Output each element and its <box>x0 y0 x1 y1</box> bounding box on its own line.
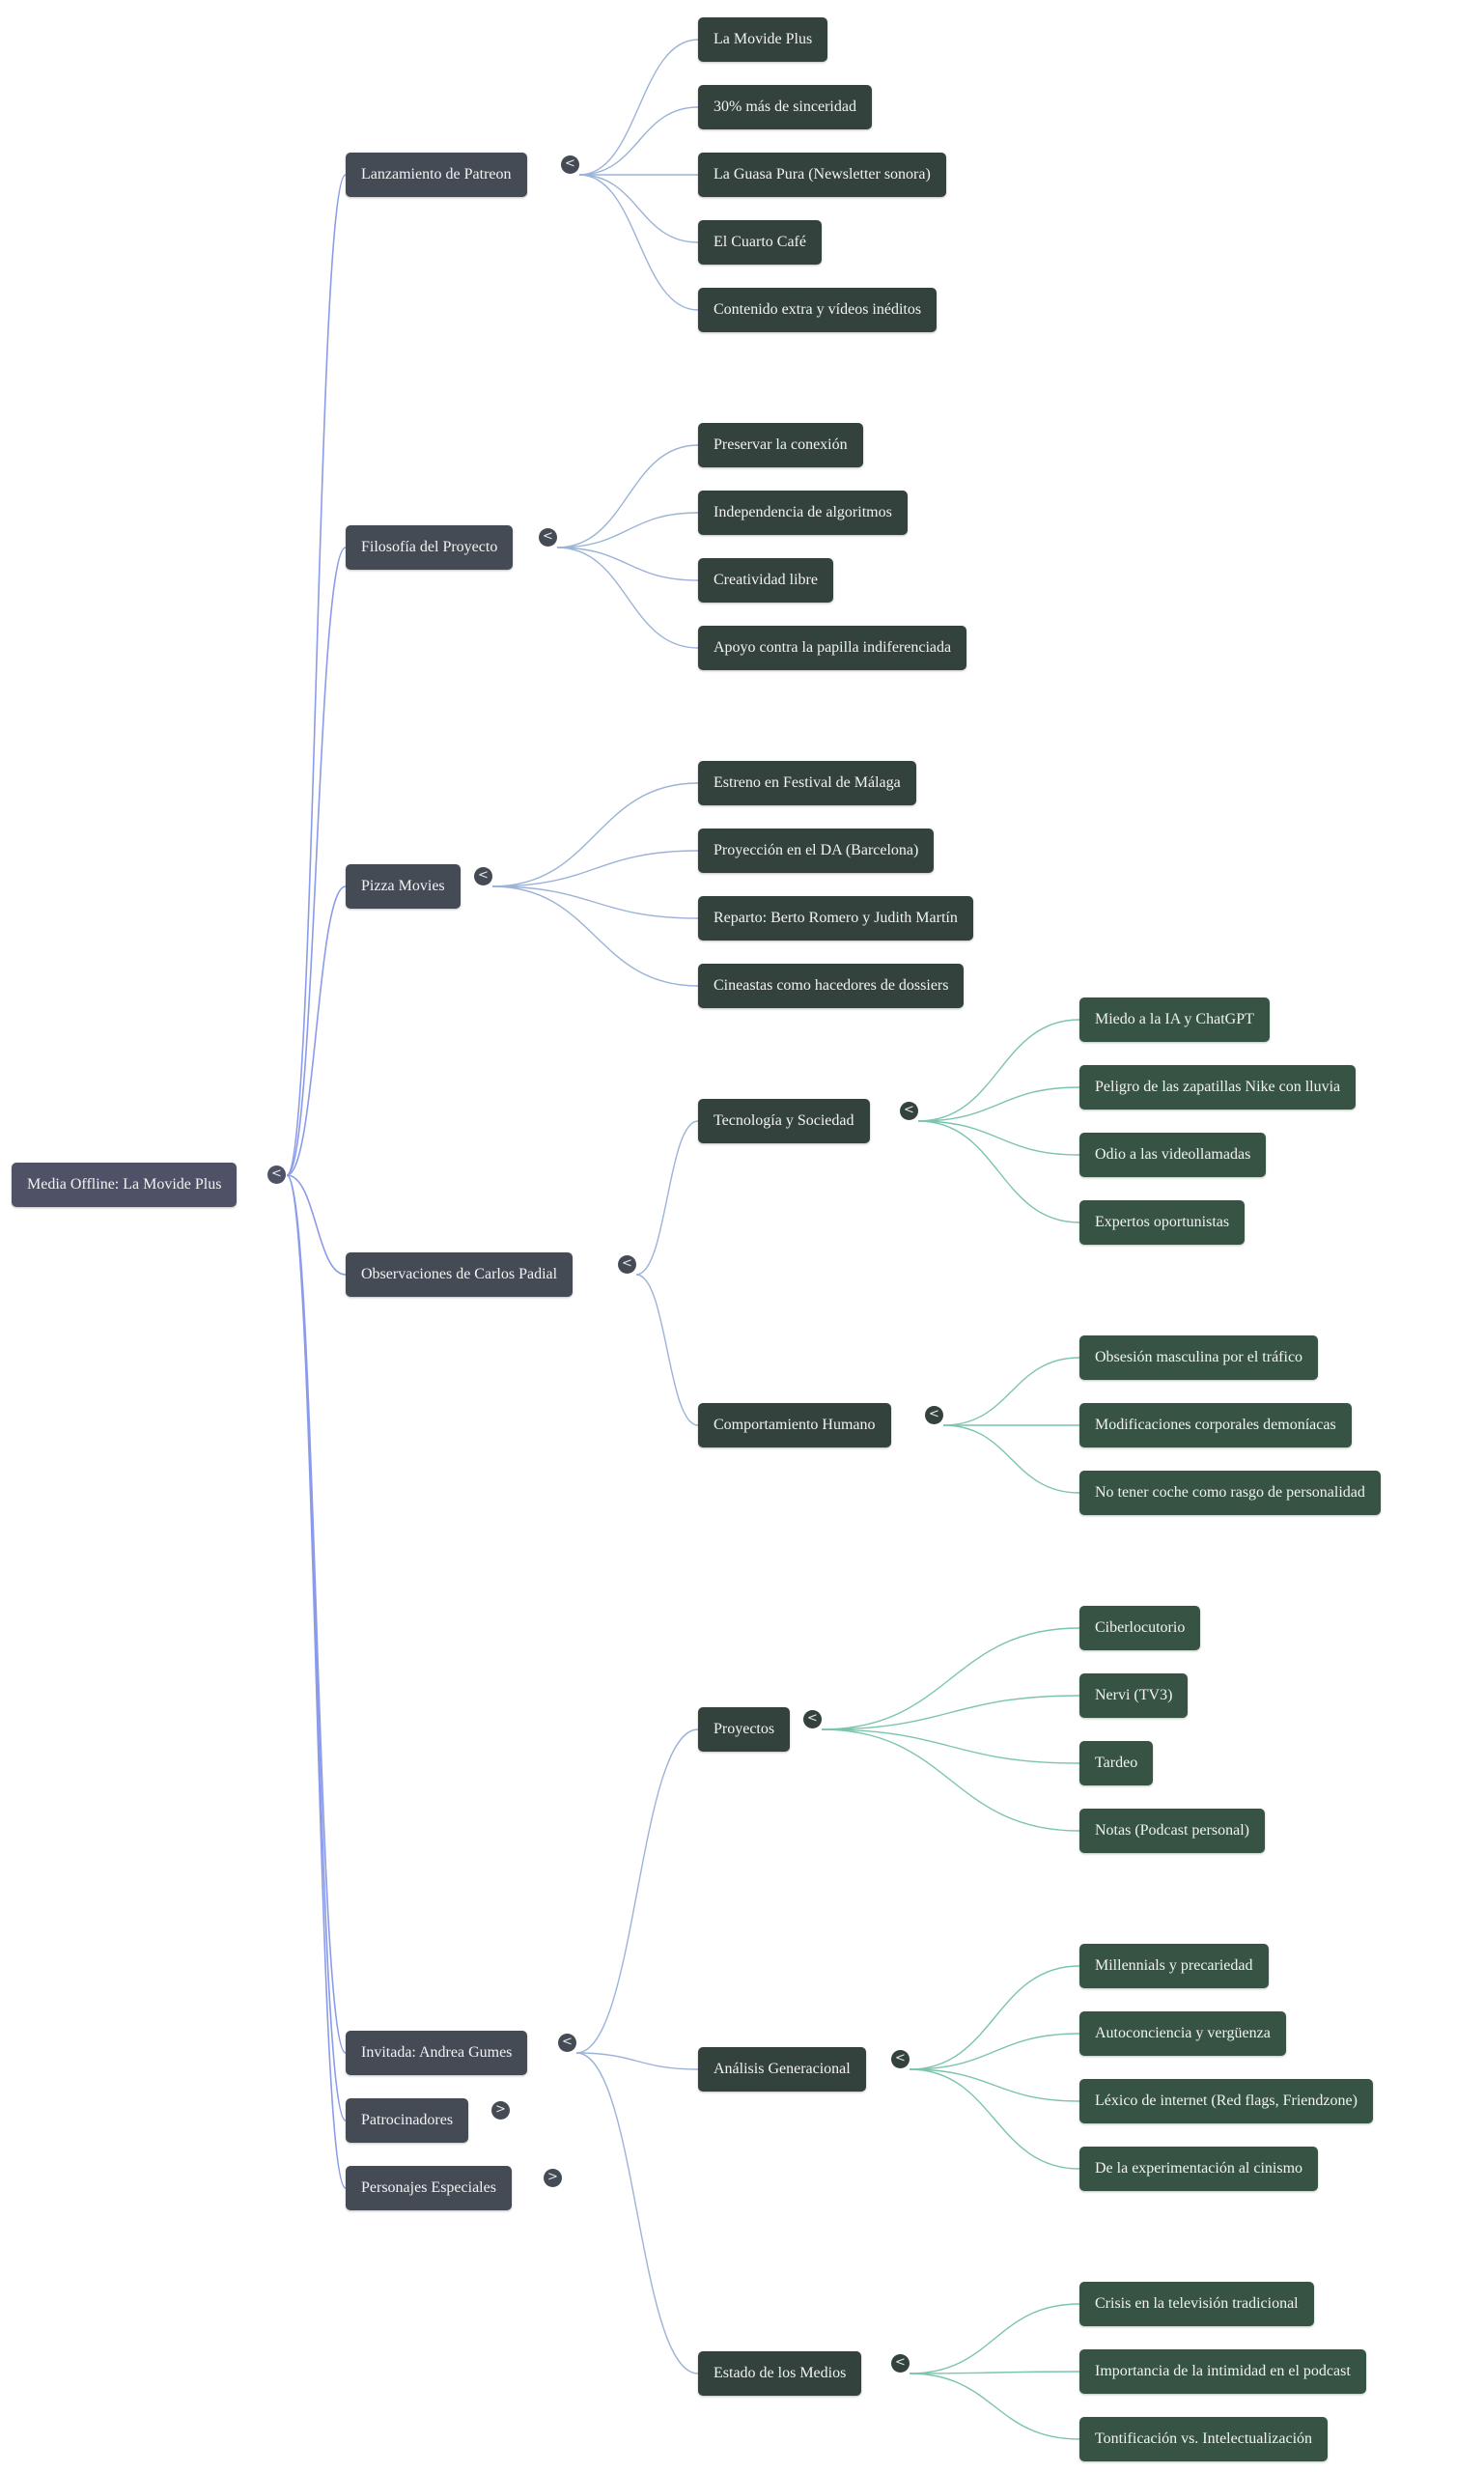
edge <box>821 1728 1080 1832</box>
node-filosofia-del-proyecto[interactable]: Filosofía del Proyecto <box>346 525 514 570</box>
edge <box>917 1120 1080 1156</box>
edge <box>635 1274 699 1426</box>
node-estado-de-los-medios[interactable]: Estado de los Medios <box>698 2351 862 2396</box>
edge <box>578 39 699 176</box>
edge <box>286 1174 347 2189</box>
edge <box>909 2373 1080 2440</box>
edge <box>491 782 699 887</box>
leaf-node[interactable]: Obsesión masculina por el tráfico <box>1079 1335 1319 1380</box>
collapse-icon[interactable]: < <box>558 2034 576 2052</box>
edge <box>635 1120 699 1276</box>
collapse-icon[interactable]: < <box>539 528 557 547</box>
leaf-node[interactable]: Autoconciencia y vergüenza <box>1079 2011 1286 2056</box>
edge <box>578 174 699 243</box>
collapse-icon[interactable]: < <box>900 1102 918 1120</box>
edge <box>286 1174 347 2054</box>
root-node[interactable]: Media Offline: La Movide Plus <box>12 1163 238 1207</box>
leaf-node[interactable]: No tener coche como rasgo de personalida… <box>1079 1471 1381 1515</box>
leaf-node[interactable]: Proyección en el DA (Barcelona) <box>698 829 935 873</box>
leaf-node[interactable]: Odio a las videollamadas <box>1079 1133 1267 1177</box>
edge <box>575 2052 699 2374</box>
edge <box>821 1695 1080 1730</box>
edge <box>942 1357 1080 1426</box>
leaf-node[interactable]: Importancia de la intimidad en el podcas… <box>1079 2349 1366 2394</box>
edge <box>575 1728 699 2054</box>
collapse-icon[interactable]: < <box>803 1710 822 1728</box>
leaf-node[interactable]: Cineastas como hacedores de dossiers <box>698 964 965 1008</box>
edge <box>491 850 699 887</box>
edge <box>909 2068 1080 2170</box>
node-tecnologia-y-sociedad[interactable]: Tecnología y Sociedad <box>698 1099 870 1143</box>
leaf-node[interactable]: Crisis en la televisión tradicional <box>1079 2282 1314 2326</box>
edge <box>491 885 699 987</box>
leaf-node[interactable]: 30% más de sinceridad <box>698 85 872 129</box>
node-analisis-generacional[interactable]: Análisis Generacional <box>698 2047 866 2092</box>
leaf-node[interactable]: Creatividad libre <box>698 558 833 603</box>
leaf-node[interactable]: Miedo a la IA y ChatGPT <box>1079 997 1270 1042</box>
node-pizza-movies[interactable]: Pizza Movies <box>346 864 461 909</box>
edge <box>578 106 699 176</box>
edge <box>556 547 699 581</box>
edge <box>909 1965 1080 2070</box>
edge <box>556 547 699 649</box>
leaf-node[interactable]: Estreno en Festival de Málaga <box>698 761 916 805</box>
leaf-node[interactable]: Contenido extra y vídeos inéditos <box>698 288 938 332</box>
leaf-node[interactable]: Modificaciones corporales demoníacas <box>1079 1403 1352 1447</box>
node-lanzamiento-de-patreon[interactable]: Lanzamiento de Patreon <box>346 153 527 197</box>
edge <box>917 1120 1080 1223</box>
collapse-icon[interactable]: < <box>474 867 492 885</box>
edge <box>491 885 699 919</box>
leaf-node[interactable]: Ciberlocutorio <box>1079 1606 1201 1650</box>
collapse-icon[interactable]: < <box>891 2050 910 2068</box>
edge <box>556 512 699 548</box>
node-observaciones-de-carlos-padial[interactable]: Observaciones de Carlos Padial <box>346 1252 574 1297</box>
edge <box>909 2033 1080 2070</box>
edge <box>942 1424 1080 1494</box>
leaf-node[interactable]: Millennials y precariedad <box>1079 1944 1269 1988</box>
expand-icon[interactable]: > <box>544 2169 562 2187</box>
leaf-node[interactable]: Peligro de las zapatillas Nike con lluvi… <box>1079 1065 1357 1110</box>
edge <box>286 1174 347 2121</box>
leaf-node[interactable]: Independencia de algoritmos <box>698 491 908 535</box>
leaf-node[interactable]: Nervi (TV3) <box>1079 1673 1189 1718</box>
collapse-icon[interactable]: < <box>891 2354 910 2373</box>
collapse-icon[interactable]: < <box>267 1166 286 1184</box>
node-patrocinadores[interactable]: Patrocinadores <box>346 2098 469 2143</box>
leaf-node[interactable]: La Guasa Pura (Newsletter sonora) <box>698 153 946 197</box>
edge <box>578 174 699 311</box>
leaf-node[interactable]: El Cuarto Café <box>698 220 822 265</box>
leaf-node[interactable]: Léxico de internet (Red flags, Friendzon… <box>1079 2079 1373 2123</box>
leaf-node[interactable]: Tardeo <box>1079 1741 1154 1785</box>
edge <box>286 174 347 1176</box>
collapse-icon[interactable]: < <box>925 1406 943 1424</box>
node-proyectos[interactable]: Proyectos <box>698 1707 791 1752</box>
leaf-node[interactable]: Expertos oportunistas <box>1079 1200 1246 1245</box>
edge <box>575 2052 699 2070</box>
edge <box>909 2068 1080 2102</box>
edge <box>917 1019 1080 1122</box>
edge <box>909 2371 1080 2374</box>
node-personajes-especiales[interactable]: Personajes Especiales <box>346 2166 512 2210</box>
edge <box>917 1086 1080 1122</box>
node-comportamiento-humano[interactable]: Comportamiento Humano <box>698 1403 891 1447</box>
edge <box>286 1174 347 1276</box>
leaf-node[interactable]: Tontificación vs. Intelectualización <box>1079 2417 1329 2461</box>
edge <box>909 2303 1080 2374</box>
leaf-node[interactable]: Preservar la conexión <box>698 423 863 467</box>
edge <box>821 1627 1080 1730</box>
edge <box>556 444 699 548</box>
edge <box>286 885 347 1176</box>
edge <box>821 1728 1080 1764</box>
collapse-icon[interactable]: < <box>618 1255 636 1274</box>
collapse-icon[interactable]: < <box>561 155 579 174</box>
leaf-node[interactable]: Notas (Podcast personal) <box>1079 1809 1265 1853</box>
leaf-node[interactable]: De la experimentación al cinismo <box>1079 2147 1319 2191</box>
node-invitada-andrea-gumes[interactable]: Invitada: Andrea Gumes <box>346 2031 528 2075</box>
leaf-node[interactable]: Reparto: Berto Romero y Judith Martín <box>698 896 973 941</box>
expand-icon[interactable]: > <box>491 2101 510 2120</box>
edge <box>286 547 347 1176</box>
leaf-node[interactable]: Apoyo contra la papilla indiferenciada <box>698 626 967 670</box>
leaf-node[interactable]: La Movide Plus <box>698 17 828 62</box>
